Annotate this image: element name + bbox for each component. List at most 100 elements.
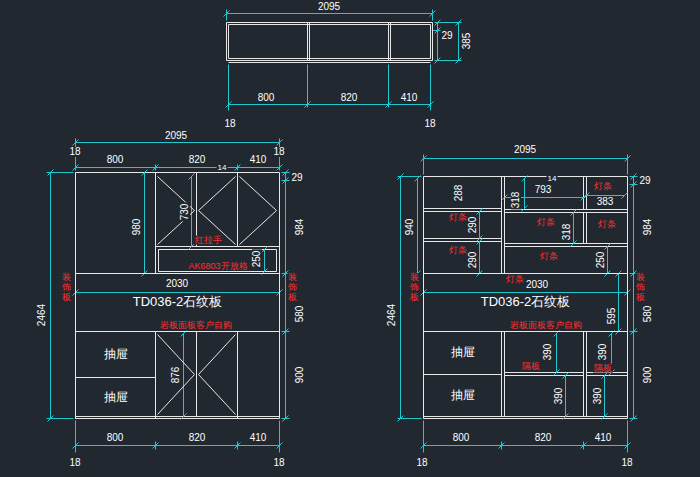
dimension-value: 288 [454, 184, 464, 203]
label-holder: 410 [400, 93, 419, 103]
dimension-tick [153, 165, 159, 171]
dimension-tick [456, 20, 462, 26]
dimension-value: 2095 [513, 145, 537, 155]
dimension-tick [73, 165, 79, 171]
label-holder: 29 [290, 173, 303, 183]
dimension-tick [283, 329, 289, 335]
cabinet-line [583, 177, 584, 210]
dimension-tick [622, 193, 628, 199]
dimension-line [627, 421, 628, 453]
dimension-line [458, 23, 459, 61]
label-holder: 390 [598, 343, 608, 362]
dimension-tick [224, 11, 230, 17]
cabinet-line-group [76, 23, 628, 419]
drawer-box: 抽屉 [423, 374, 502, 417]
dimension-value: 18 [68, 147, 81, 157]
dimension-line [604, 376, 605, 417]
dimension-tick [631, 329, 637, 335]
label-holder: 2464 [37, 303, 47, 327]
cabinet-line [505, 243, 628, 244]
dimension-value: 14 [547, 175, 558, 183]
label-holder: 410 [249, 433, 268, 443]
dimension-tick [571, 241, 577, 247]
dimension-tick [277, 165, 283, 171]
dimension-value: 18 [620, 458, 633, 468]
dimension-tick [502, 195, 508, 201]
dimension-value: 2464 [387, 303, 397, 327]
dimension-value: 730 [180, 203, 190, 222]
dimension-tick [499, 443, 505, 449]
cabinet-line [76, 172, 280, 173]
dimension-line [76, 142, 280, 143]
label-holder: 18 [423, 119, 436, 129]
dimension-tick [421, 443, 427, 449]
label-holder: 2095 [164, 131, 188, 141]
dimension-tick [584, 193, 590, 199]
cabinet-line [432, 23, 433, 61]
dimension-line [285, 173, 286, 419]
label-holder: 250 [596, 251, 606, 270]
label-holder: 装饰板 [636, 273, 645, 303]
dimension-tick [571, 210, 577, 216]
dimension-line [226, 10, 227, 21]
dimension-value: 318 [511, 191, 521, 210]
dimension-line [607, 247, 608, 274]
annotation-note: 岩板面板客户自购 [509, 321, 583, 330]
label-holder: 灯条 [448, 246, 468, 255]
label-holder: 隔板 [593, 364, 613, 373]
dimension-tick [283, 416, 289, 422]
dimension-tick [153, 443, 159, 449]
label-holder: 灯条 [505, 275, 525, 284]
label-holder: 2464 [387, 303, 397, 327]
dimension-value: 29 [440, 31, 453, 41]
cabinet-line [229, 24, 431, 25]
cabinet-line [430, 25, 431, 59]
label-holder: 岩板面板客户自购 [509, 321, 583, 330]
dimension-value: 18 [423, 119, 436, 129]
dimension-value: 800 [106, 433, 125, 443]
label-holder: 940 [405, 218, 415, 237]
dimension-value: 900 [295, 366, 305, 385]
annotation-note: 红拉手 [194, 236, 223, 245]
label-holder: 390 [593, 387, 603, 406]
cabinet-line [156, 246, 280, 247]
label-holder: 岩板面板客户自购 [159, 321, 233, 330]
label-holder: 灯条 [539, 252, 559, 261]
dimension-value: 2095 [164, 131, 188, 141]
label-holder: 250 [252, 250, 262, 269]
cabinet-line [276, 250, 277, 272]
dimension-tick [277, 443, 283, 449]
cabinet-line [228, 25, 229, 59]
dimension-tick [398, 416, 404, 422]
dimension-line [227, 13, 433, 14]
label-holder: 29 [440, 31, 453, 41]
dimension-value: 2030 [165, 279, 189, 289]
dimension-line [183, 334, 184, 417]
dimension-tick [398, 174, 404, 180]
dimension-line [565, 376, 566, 417]
dimension-line [423, 421, 424, 453]
dimension-value: 18 [68, 458, 81, 468]
dimension-value: 290 [468, 251, 478, 270]
cabinet-line [586, 177, 587, 210]
dimension-tick [581, 195, 587, 201]
cabinet-line [504, 332, 505, 417]
dimension-value: 580 [295, 305, 305, 324]
label-holder: 385 [462, 32, 472, 51]
node-label: 抽屉 [451, 346, 475, 359]
dimension-line [76, 167, 280, 168]
label-holder: 390 [554, 387, 564, 406]
drawer-box: 抽屉 [423, 331, 502, 375]
label-holder: 980 [132, 218, 142, 237]
cabinet-line [424, 208, 502, 209]
cabinet-line [237, 332, 238, 419]
dimension-tick [430, 11, 436, 17]
cabinet-line [505, 246, 628, 247]
dimension-value: 390 [598, 343, 608, 362]
annotation-note: 灯条 [597, 220, 617, 229]
cabinet-line [240, 211, 277, 245]
cabinet-line [229, 58, 431, 59]
dimension-tick [435, 58, 441, 64]
label-holder: 580 [643, 305, 653, 324]
